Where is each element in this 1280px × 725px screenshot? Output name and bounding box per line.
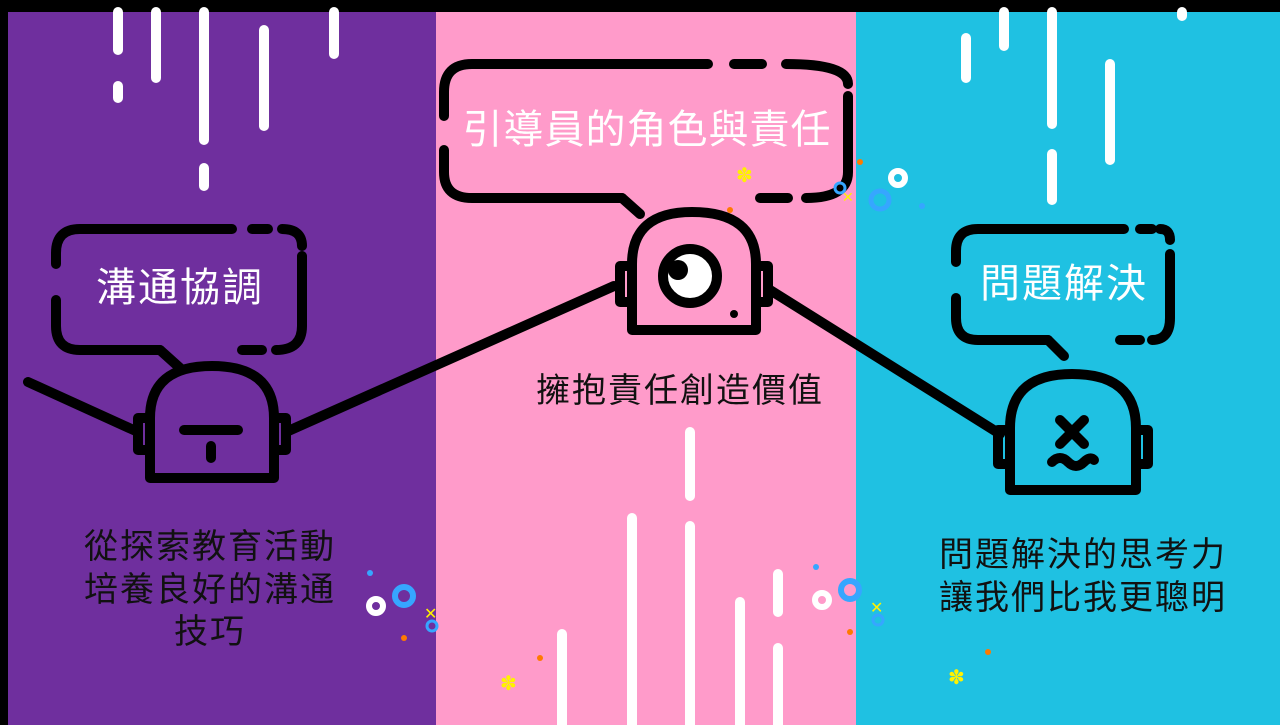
ring-blue bbox=[392, 584, 416, 608]
dot-orange bbox=[537, 655, 543, 661]
speech-bubble-right bbox=[951, 224, 1175, 361]
one-eye-face-icon bbox=[615, 207, 773, 335]
ring-white bbox=[366, 596, 386, 616]
bubble-title-right: 問題解決 bbox=[980, 261, 1148, 307]
speech-bubble-center bbox=[439, 59, 853, 219]
sparkle-yellow: ✽ bbox=[736, 163, 753, 187]
panel-background-cyan bbox=[856, 12, 1280, 725]
dot-orange bbox=[857, 159, 863, 165]
caption-line: 培養良好的溝通 bbox=[84, 569, 336, 610]
caption-line: 讓我們比我更聰明 bbox=[939, 577, 1227, 618]
caption-center: 擁抱責任創造價值 bbox=[480, 370, 880, 413]
speech-bubble-left bbox=[51, 224, 307, 373]
ring-blue-small bbox=[425, 619, 439, 633]
sparkle-yellow: ✽ bbox=[500, 671, 517, 695]
x-mark-yellow: ✕ bbox=[842, 190, 854, 206]
dot-orange bbox=[401, 635, 407, 641]
rain-lines bbox=[113, 7, 1187, 725]
ring-blue bbox=[838, 578, 862, 602]
x-eye-face-icon bbox=[993, 369, 1153, 495]
ring-blue-small bbox=[833, 181, 847, 195]
dot-orange bbox=[727, 207, 733, 213]
connector-lines bbox=[23, 281, 1005, 439]
flat-face-icon bbox=[133, 361, 291, 483]
panel-background-pink bbox=[436, 12, 856, 725]
caption-line: 擁抱責任創造價值 bbox=[536, 371, 824, 411]
dot-blue bbox=[919, 203, 925, 209]
ring-white bbox=[888, 168, 908, 188]
dot-orange bbox=[985, 649, 991, 655]
x-mark-yellow: ✕ bbox=[870, 598, 883, 617]
caption-line: 從探索教育活動 bbox=[84, 527, 336, 567]
caption-line: 技巧 bbox=[174, 612, 246, 652]
dot-blue bbox=[367, 570, 373, 576]
x-mark-yellow: ✕ bbox=[424, 604, 437, 623]
caption-line: 問題解決的思考力 bbox=[939, 535, 1227, 575]
dot-blue bbox=[813, 564, 819, 570]
bubble-title-left: 溝通協調 bbox=[96, 265, 264, 311]
dot-orange bbox=[847, 629, 853, 635]
ring-blue bbox=[868, 188, 892, 212]
ring-white bbox=[812, 590, 832, 610]
bubble-title-center: 引導員的角色與責任 bbox=[462, 107, 832, 153]
ring-blue-small bbox=[871, 613, 885, 627]
confetti: ✕ ✕ ✕ ✽ ✽ ✽ bbox=[366, 159, 991, 695]
caption-right: 問題解決的思考力 讓我們比我更聰明 bbox=[898, 534, 1268, 619]
sparkle-yellow: ✽ bbox=[948, 665, 965, 689]
caption-left: 從探索教育活動 培養良好的溝通 技巧 bbox=[40, 526, 380, 654]
